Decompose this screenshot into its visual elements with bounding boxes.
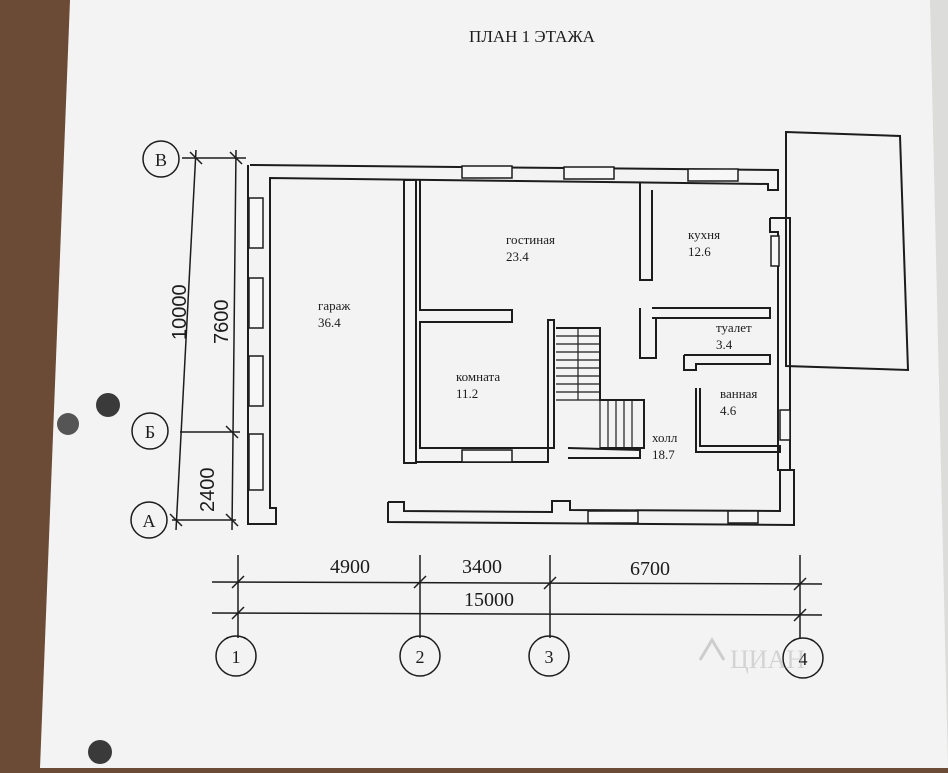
dim-horizontal-total: 15000 <box>464 589 514 611</box>
dim-vertical-lower: 2400 <box>197 468 219 513</box>
room-name-room: комната <box>456 369 500 384</box>
dim-horizontal-1: 4900 <box>330 556 370 578</box>
vertical-dimensions <box>169 149 246 531</box>
axis-bubble <box>528 635 570 677</box>
windows <box>248 165 791 524</box>
building-walls <box>247 164 795 527</box>
room-area-toilet: 3.4 <box>716 337 733 352</box>
dim-horizontal-2: 3400 <box>462 556 502 578</box>
room-area-garage: 36.4 <box>318 315 341 330</box>
room-name-kitchen: кухня <box>688 227 720 242</box>
room-name-toilet: туалет <box>716 320 752 335</box>
dim-horizontal-3: 6700 <box>630 558 670 580</box>
room-area-living: 23.4 <box>506 249 529 264</box>
axis-bubble <box>215 635 257 677</box>
punch-hole <box>96 393 120 417</box>
horizontal-dimension-labels: 4900 3400 6700 15000 <box>330 556 670 611</box>
plan-title: ПЛАН 1 ЭТАЖА <box>469 27 596 46</box>
dim-vertical-upper: 7600 <box>211 300 233 345</box>
room-area-bath: 4.6 <box>720 403 737 418</box>
room-area-kitchen: 12.6 <box>688 244 711 259</box>
punch-hole <box>88 740 112 764</box>
axis-label-col: 2 <box>416 647 425 667</box>
room-name-garage: гараж <box>318 298 351 313</box>
dim-vertical-total: 10000 <box>169 284 191 340</box>
axis-bubble <box>131 412 169 450</box>
axis-bubble <box>399 635 441 677</box>
horizontal-dimensions <box>211 555 823 638</box>
room-name-bath: ванная <box>720 386 757 401</box>
room-area-room: 11.2 <box>456 386 478 401</box>
axis-bubble <box>142 140 180 178</box>
axis-label-col: 1 <box>232 647 241 667</box>
room-name-hall: холл <box>652 430 678 445</box>
column-axis-markers: 1 2 3 4 <box>215 635 824 679</box>
terrace <box>785 130 910 372</box>
axis-label-row: А <box>143 511 156 531</box>
axis-label-col: 4 <box>799 649 808 669</box>
axis-label-row: Б <box>145 422 155 442</box>
axis-bubble <box>130 501 168 539</box>
punch-hole <box>57 413 79 435</box>
room-name-living: гостиная <box>506 232 555 247</box>
room-labels: гараж 36.4 гостиная 23.4 кухня 12.6 туал… <box>318 227 757 462</box>
svg-text:ЦИАН: ЦИАН <box>730 645 805 674</box>
axis-bubble <box>782 637 824 679</box>
axis-label-row: В <box>155 150 167 170</box>
paper-sheet <box>40 0 948 768</box>
axis-label-col: 3 <box>545 647 554 667</box>
room-area-hall: 18.7 <box>652 447 675 462</box>
staircase <box>556 328 633 448</box>
watermark-logo: ЦИАН <box>698 637 805 674</box>
row-axis-markers: В Б А <box>130 140 180 539</box>
